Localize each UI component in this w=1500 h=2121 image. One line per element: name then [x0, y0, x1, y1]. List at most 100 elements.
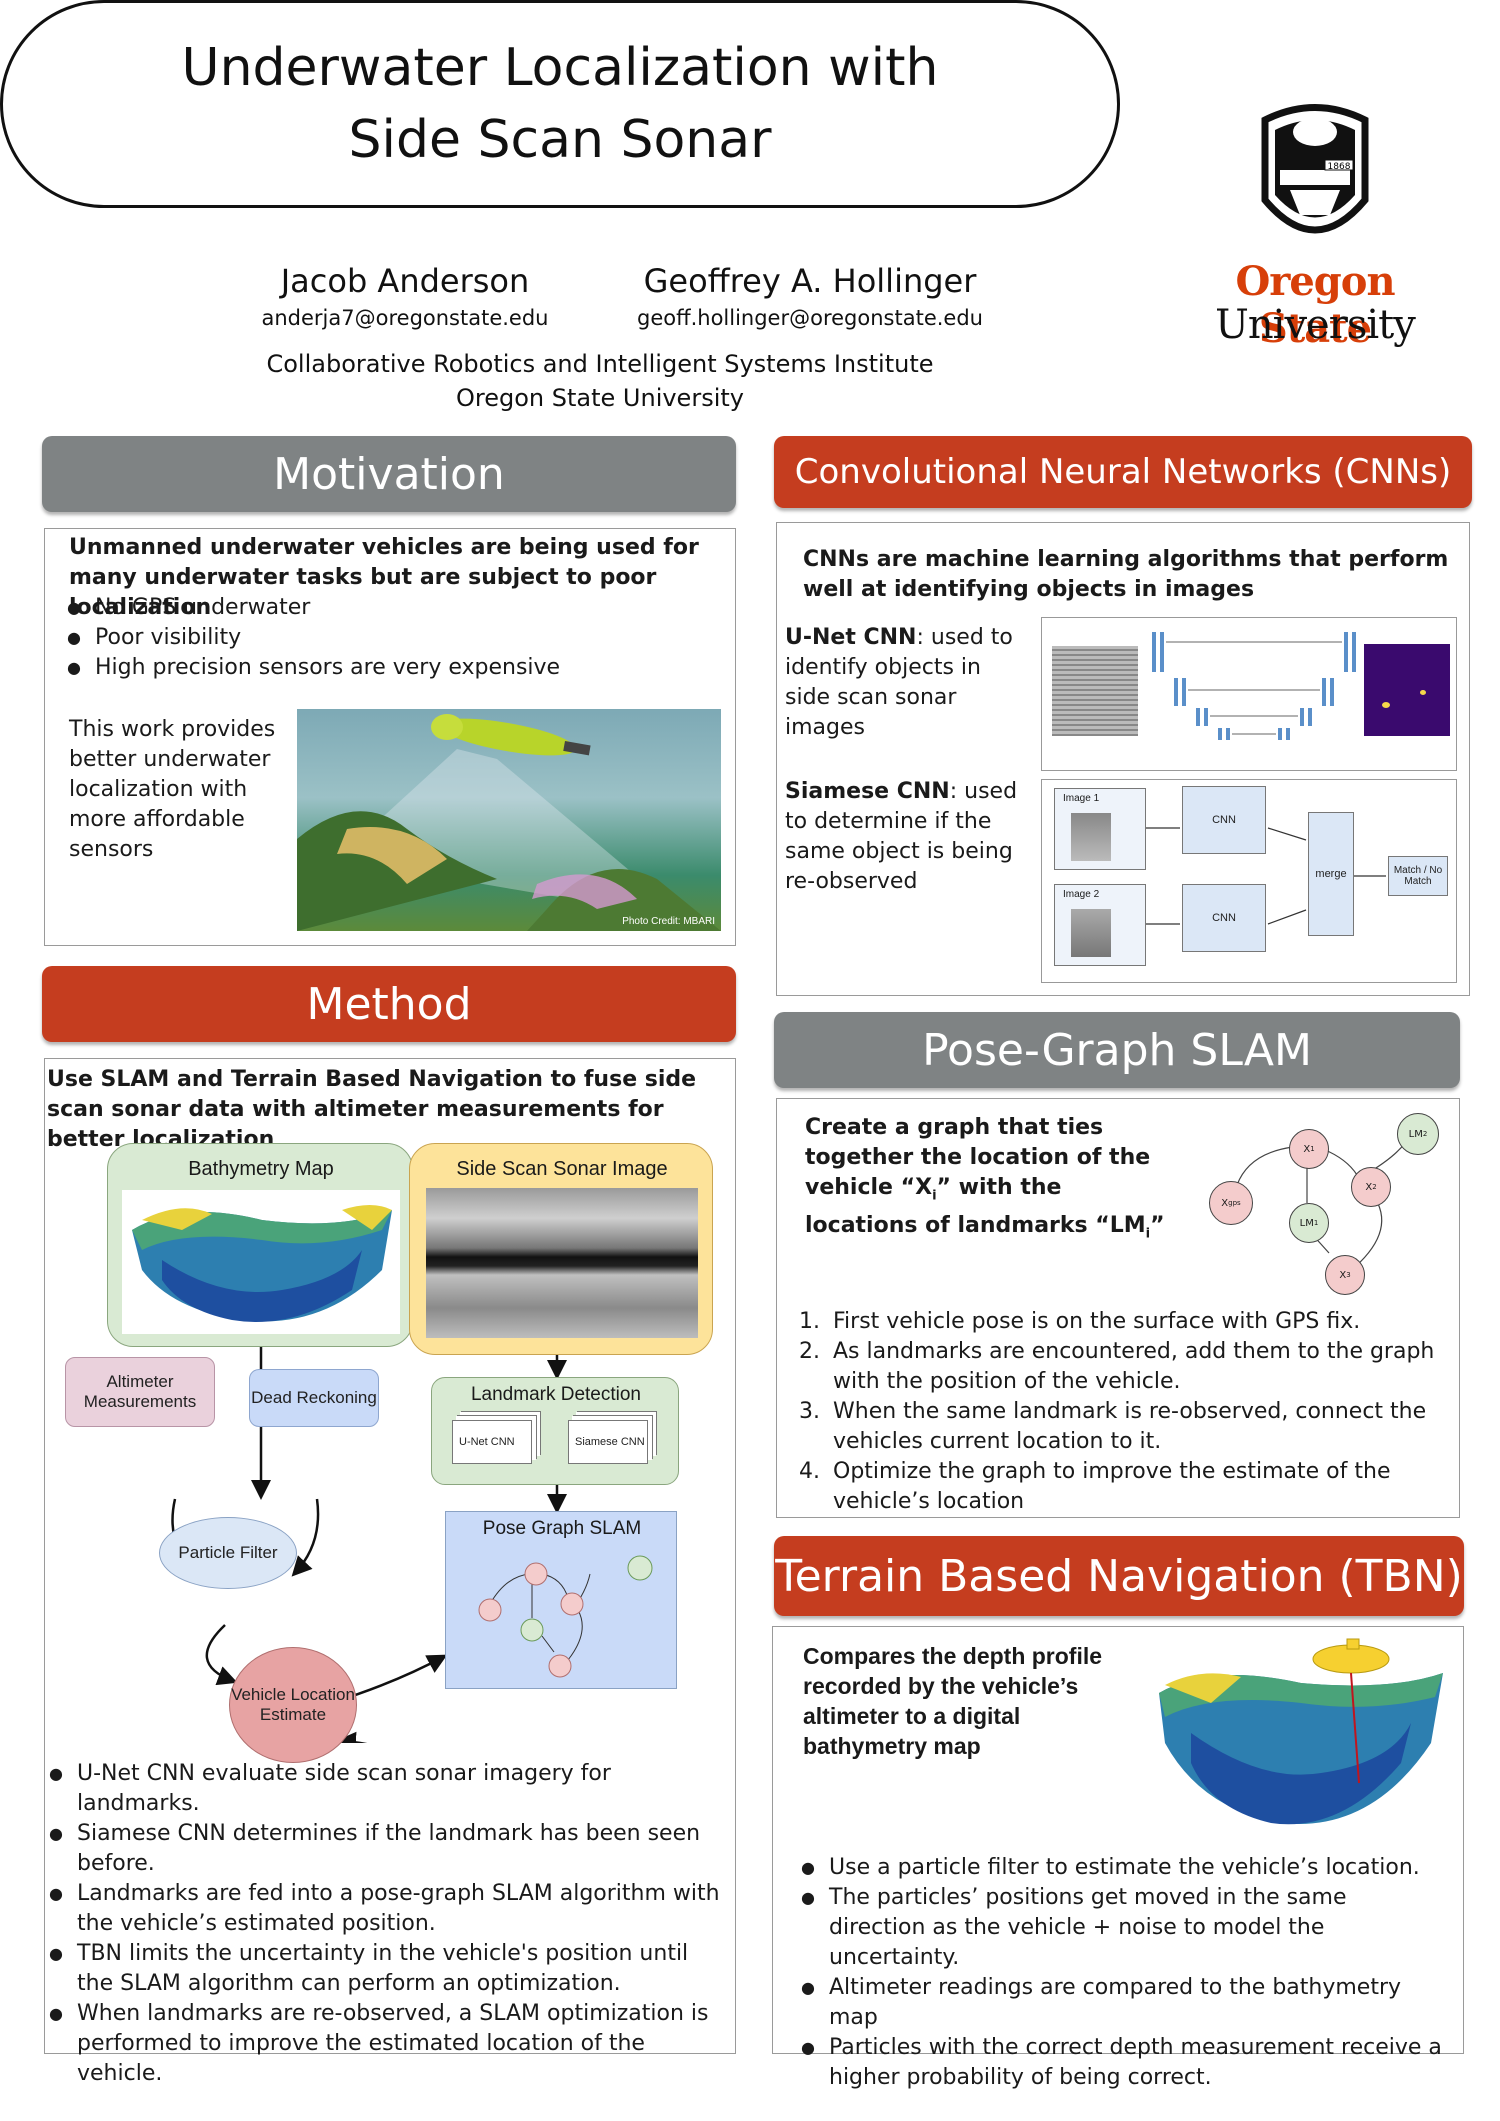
unet-figure	[1041, 617, 1457, 771]
bathymetry-box: Bathymetry Map	[107, 1143, 413, 1347]
cnn-block-bottom: CNN	[1182, 884, 1266, 952]
osu-seal-icon: 1868	[1261, 104, 1369, 234]
slam-intro-part: ”	[1150, 1213, 1165, 1239]
author-1-name: Jacob Anderson	[280, 262, 530, 300]
cnn-block-top: CNN	[1182, 786, 1266, 854]
tbn-bathymetry-figure	[1151, 1633, 1451, 1843]
motivation-bullet: Poor visibility	[65, 623, 705, 653]
cnn-panel: CNNs are machine learning algorithms tha…	[776, 522, 1470, 996]
slam-intro-part: ” with the locations of landmarks “LM	[805, 1175, 1146, 1239]
osu-logo: 1868 Oregon State University	[1180, 90, 1450, 370]
siamese-stack: Siamese CNN	[568, 1420, 648, 1464]
siamese-text: : used to determine if the same object i…	[785, 779, 1018, 894]
landmark-detection-label: Landmark Detection	[470, 1384, 642, 1405]
siamese-description: Siamese CNN: used to determine if the sa…	[785, 777, 1025, 897]
unet-label: U-Net CNN	[785, 625, 917, 650]
bathymetry-map-image	[122, 1190, 400, 1334]
image1-label: Image 1	[1063, 793, 1100, 804]
method-bullet: Siamese CNN determines if the landmark h…	[47, 1819, 729, 1879]
image2-label: Image 2	[1063, 889, 1100, 900]
particle-filter-node: Particle Filter	[159, 1517, 297, 1589]
sonar-image-label: Side Scan Sonar Image	[456, 1158, 668, 1180]
tbn-bullet: The particles’ positions get moved in th…	[799, 1883, 1449, 1973]
author-2-name: Geoffrey A. Hollinger	[643, 262, 977, 300]
siamese-figure: Image 1 Image 2 CNN CNN merge Match / No…	[1041, 779, 1457, 983]
logo-oregon-state: Oregon State	[1235, 258, 1395, 352]
auv-illustration: Photo Credit: MBARI	[297, 709, 721, 931]
title-banner: Underwater Localization with Side Scan S…	[0, 0, 1120, 208]
match-output: Match / No Match	[1388, 856, 1448, 896]
method-intro: Use SLAM and Terrain Based Navigation to…	[47, 1067, 697, 1152]
slam-step: 1.First vehicle pose is on the surface w…	[799, 1309, 1361, 1334]
slam-intro-sub: i	[1145, 1226, 1151, 1242]
logo-university: University	[1215, 302, 1416, 348]
method-panel: Use SLAM and Terrain Based Navigation to…	[44, 1058, 736, 2086]
motivation-text: This work provides better underwater loc…	[69, 717, 276, 862]
tbn-terrain-icon	[1159, 1638, 1443, 1825]
tbn-bullet: Altimeter readings are compared to the b…	[799, 1973, 1449, 2033]
tbn-bullet: Particles with the correct depth measure…	[799, 2033, 1449, 2093]
slam-intro: Create a graph that ties together the lo…	[805, 1113, 1165, 1250]
tbn-panel: Compares the depth profile recorded by t…	[772, 1626, 1464, 2090]
author-1-email: anderja7@oregonstate.edu	[261, 306, 549, 330]
image2-box: Image 2	[1054, 884, 1146, 966]
cnn-intro: CNNs are machine learning algorithms tha…	[803, 547, 1449, 602]
unet-output-heatmap	[1364, 644, 1450, 736]
photo-credit: Photo Credit: MBARI	[622, 916, 715, 927]
bathymetry-label: Bathymetry Map	[188, 1158, 334, 1180]
method-bullets: U-Net CNN evaluate side scan sonar image…	[47, 1759, 729, 2089]
method-bullet: Landmarks are fed into a pose-graph SLAM…	[47, 1879, 729, 1939]
pose-graph-box: Pose Graph SLAM	[445, 1511, 677, 1689]
slam-step: 4.Optimize the graph to improve the esti…	[799, 1459, 1391, 1514]
unet-description: U-Net CNN: used to identify objects in s…	[785, 623, 1025, 743]
unet-text: : used to identify objects in side scan …	[785, 625, 1013, 740]
bathymetry-terrain-icon	[132, 1205, 392, 1322]
method-bullet: TBN limits the uncertainty in the vehicl…	[47, 1939, 729, 1999]
vehicle-estimate-node: Vehicle Location Estimate	[229, 1647, 357, 1763]
seal-year: 1868	[1328, 162, 1351, 172]
altimeter-box: Altimeter Measurements	[65, 1357, 215, 1427]
image1-box: Image 1	[1054, 788, 1146, 870]
method-bullet: When landmarks are re-observed, a SLAM o…	[47, 1999, 729, 2089]
method-header: Method	[42, 966, 736, 1042]
sonar-input-image	[1052, 646, 1138, 736]
slam-steps: 1.First vehicle pose is on the surface w…	[799, 1307, 1449, 1517]
siamese-label: Siamese CNN	[785, 779, 950, 804]
author-2-email: geoff.hollinger@oregonstate.edu	[637, 306, 983, 330]
motivation-bullets: No GPS underwater Poor visibility High p…	[65, 593, 705, 683]
slam-step: 2.As landmarks are encountered, add them…	[799, 1339, 1435, 1394]
title-line-2: Side Scan Sonar	[348, 110, 772, 170]
tbn-bullets: Use a particle filter to estimate the ve…	[799, 1853, 1449, 2093]
slam-intro-sub: i	[932, 1188, 937, 1204]
mini-pose-graph-icon	[478, 1555, 653, 1678]
motivation-bullet: No GPS underwater	[65, 593, 705, 623]
landmark-detection-box: Landmark Detection U-Net CNN Siamese CNN	[431, 1377, 679, 1485]
university-name: Oregon State University	[456, 384, 744, 412]
dead-reckoning-box: Dead Reckoning	[249, 1369, 379, 1427]
slam-header: Pose-Graph SLAM	[774, 1012, 1460, 1088]
unet-architecture-icon	[1152, 632, 1356, 740]
tbn-header: Terrain Based Navigation (TBN)	[774, 1536, 1464, 1616]
motivation-bullet: High precision sensors are very expensiv…	[65, 653, 705, 683]
tbn-bullet: Use a particle filter to estimate the ve…	[799, 1853, 1449, 1883]
slam-step: 3.When the same landmark is re-observed,…	[799, 1399, 1427, 1454]
method-flow-diagram: Bathymetry Map Side Scan Sonar Image Alt…	[65, 1143, 725, 1763]
institution-name: Collaborative Robotics and Intelligent S…	[266, 350, 934, 378]
method-bullet: U-Net CNN evaluate side scan sonar image…	[47, 1759, 729, 1819]
slam-intro-part: Create a graph that ties together the lo…	[805, 1115, 1151, 1200]
motivation-header: Motivation	[42, 436, 736, 512]
merge-block: merge	[1308, 812, 1354, 936]
cnn-header: Convolutional Neural Networks (CNNs)	[774, 436, 1472, 508]
pose-graph-label: Pose Graph SLAM	[482, 1518, 642, 1539]
slam-panel: Create a graph that ties together the lo…	[776, 1098, 1460, 1518]
title-line-1: Underwater Localization with	[181, 38, 939, 98]
unet-stack: U-Net CNN	[452, 1420, 532, 1464]
sonar-image-box: Side Scan Sonar Image	[409, 1143, 713, 1355]
